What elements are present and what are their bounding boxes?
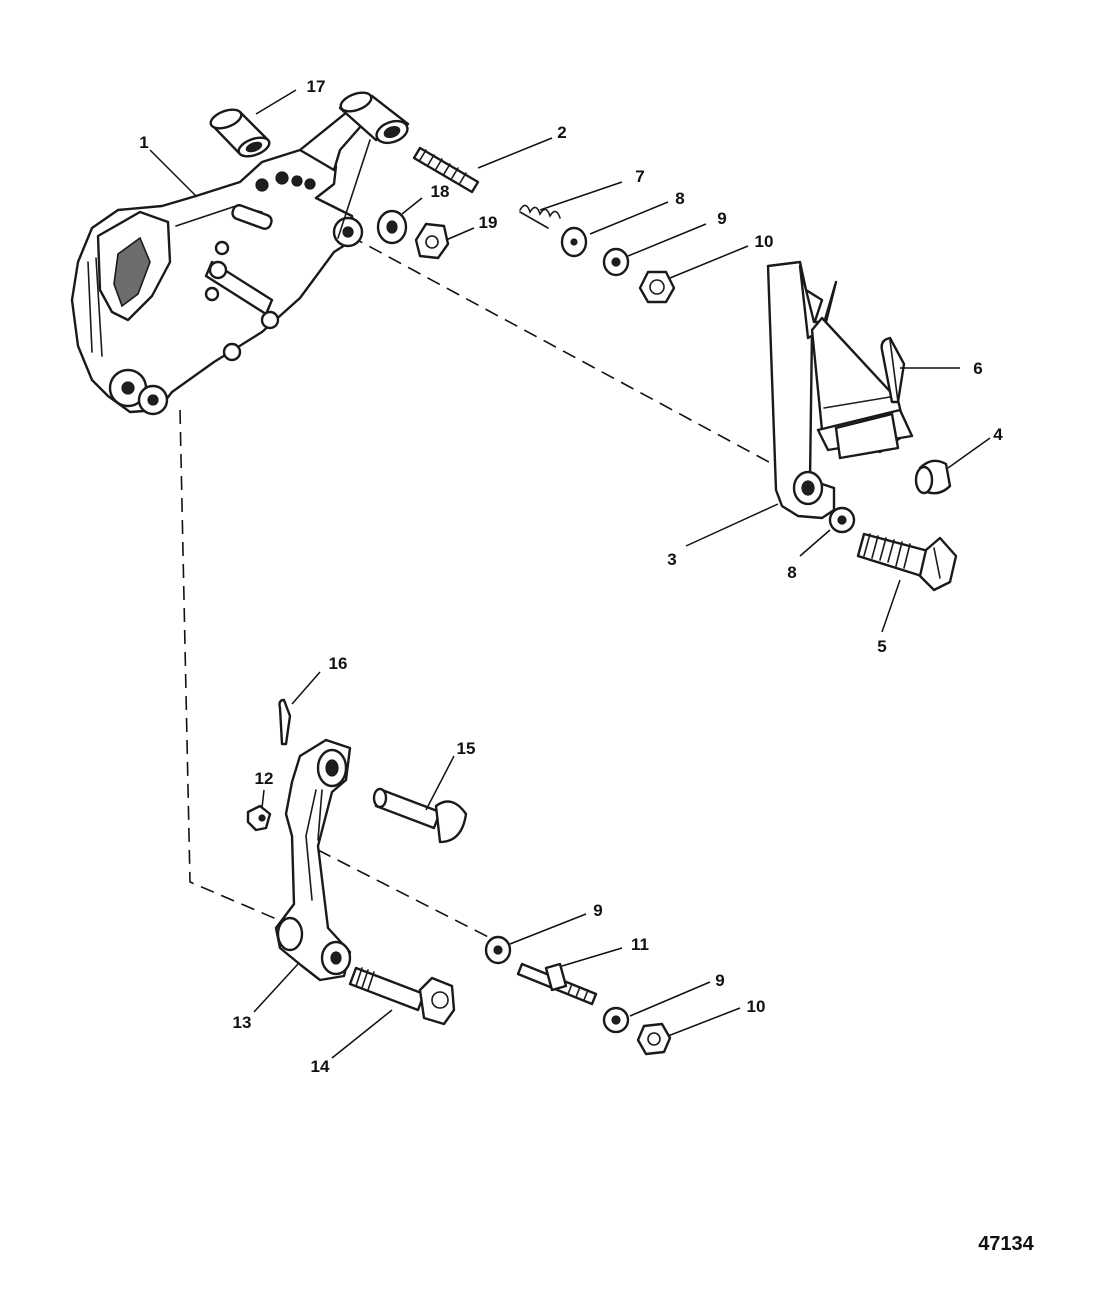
part-12-retainer (246, 804, 272, 832)
callout-9-middle: 9 (593, 901, 602, 920)
callout-1: 1 (139, 133, 148, 152)
callout-15: 15 (457, 739, 476, 758)
part-9-washer-middle (484, 935, 512, 965)
part-5-bolt (856, 532, 958, 592)
part-17-bushing (209, 108, 271, 158)
part-9-washer-upper (602, 247, 630, 277)
callout-9-upper: 9 (717, 209, 726, 228)
callout-19: 19 (479, 213, 498, 232)
callout-18: 18 (431, 182, 450, 201)
callout-7: 7 (635, 167, 644, 186)
callout-labels: 1 17 2 7 8 9 10 18 19 6 4 3 8 5 16 15 12… (139, 77, 1003, 1076)
part-3-lever (766, 260, 914, 520)
callout-6: 6 (973, 359, 982, 378)
part-1-bracket (70, 148, 364, 416)
assembly-line-bracket-to-link (179, 409, 289, 925)
callout-16: 16 (329, 654, 348, 673)
callout-8-upper: 8 (675, 189, 684, 208)
part-18-washer (376, 209, 408, 245)
callout-10-upper: 10 (755, 232, 774, 251)
part-7-spring (519, 204, 561, 229)
part-4-cap (914, 459, 952, 495)
part-13-link (274, 738, 352, 982)
part-10-locknut-upper (638, 270, 676, 304)
part-8-washer-lower (828, 506, 856, 534)
callout-17: 17 (307, 77, 326, 96)
callout-14: 14 (311, 1057, 330, 1076)
callout-5: 5 (877, 637, 886, 656)
bracket-upper-arm-sleeve (298, 91, 410, 239)
callout-13: 13 (233, 1013, 252, 1032)
part-9-washer-lower (602, 1006, 630, 1034)
callout-9-lower: 9 (715, 971, 724, 990)
part-19-nut (414, 222, 450, 260)
assembly-line-bracket-to-lever (349, 235, 781, 469)
assembly-line-link-to-washer (317, 849, 499, 943)
part-15-pin (372, 787, 468, 844)
leader-lines (149, 89, 991, 1059)
part-10-locknut-lower (636, 1022, 672, 1056)
part-6-cotter-pin (880, 336, 906, 404)
callout-2: 2 (557, 123, 566, 142)
drawing-number: 47134 (978, 1233, 1034, 1255)
part-2-stud (412, 146, 480, 194)
callout-4: 4 (993, 425, 1003, 444)
callout-11: 11 (631, 935, 649, 954)
part-11-stud (516, 962, 598, 1006)
part-16-cotter-pin (278, 698, 292, 746)
callout-8-lower: 8 (787, 563, 796, 582)
callout-10-lower: 10 (747, 997, 766, 1016)
part-14-shoulder-bolt (348, 966, 456, 1026)
callout-12: 12 (255, 769, 274, 788)
callout-3: 3 (667, 550, 676, 569)
part-8-washer-upper (560, 226, 588, 258)
